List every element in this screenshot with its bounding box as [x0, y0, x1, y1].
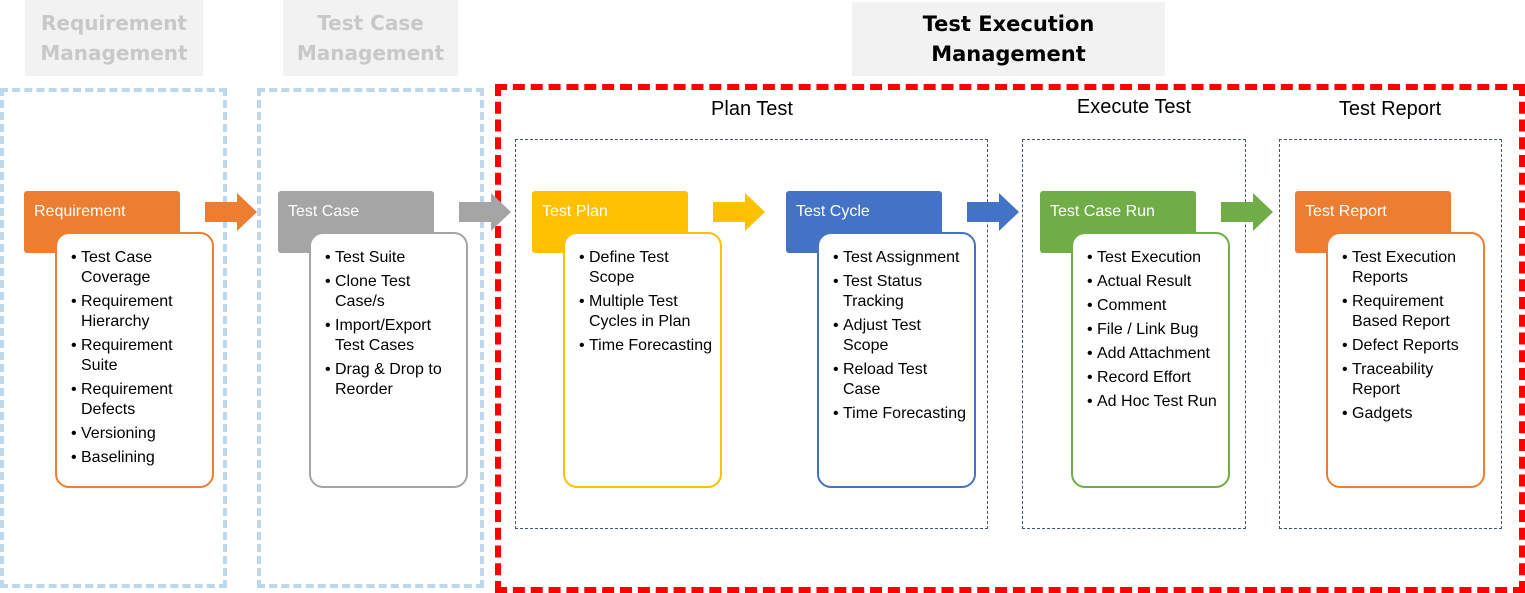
- stage-label-execute-test: Execute Test: [1076, 96, 1192, 118]
- header-test-execution-management: Test Execution Management: [852, 2, 1165, 76]
- list-item: Versioning: [71, 424, 206, 444]
- item-list: Define Test Scope Multiple Test Cycles i…: [579, 248, 714, 356]
- test-plan-card: Define Test Scope Multiple Test Cycles i…: [563, 232, 722, 488]
- list-item: Define Test Scope: [579, 248, 714, 288]
- list-item: Gadgets: [1342, 404, 1477, 424]
- tab-title: Test Case: [288, 203, 360, 220]
- test-case-run-card: Test Execution Actual Result Comment Fil…: [1071, 232, 1230, 488]
- arrow-right-icon: [713, 193, 765, 231]
- list-item: Time Forecasting: [833, 404, 968, 424]
- list-item: Test Suite: [325, 248, 460, 268]
- header-line: Requirement: [40, 11, 187, 35]
- item-list: Test Suite Clone Test Case/s Import/Expo…: [325, 248, 460, 400]
- list-item: Reload Test Case: [833, 360, 968, 400]
- list-item: Test Execution: [1087, 248, 1222, 268]
- tab-title: Test Case Run: [1050, 203, 1155, 220]
- stage-label-test-report: Test Report: [1338, 98, 1442, 120]
- test-case-card: Test Suite Clone Test Case/s Import/Expo…: [309, 232, 468, 488]
- item-list: Test Execution Actual Result Comment Fil…: [1087, 248, 1222, 412]
- test-case-management-region: [257, 88, 484, 588]
- requirement-card: Test Case Coverage Requirement Hierarchy…: [55, 232, 214, 488]
- stage-label-plan-test: Plan Test: [711, 98, 793, 120]
- item-list: Test Assignment Test Status Tracking Adj…: [833, 248, 968, 424]
- requirement-management-region: [0, 88, 227, 588]
- list-item: Adjust Test Scope: [833, 316, 968, 356]
- arrow-right-icon: [459, 193, 511, 231]
- header-line: Management: [296, 41, 445, 65]
- header-test-case-management: Test Case Management: [283, 0, 458, 76]
- list-item: Requirement Suite: [71, 336, 206, 376]
- list-item: Traceability Report: [1342, 360, 1477, 400]
- list-item: Import/Export Test Cases: [325, 316, 460, 356]
- item-list: Test Execution Reports Requirement Based…: [1342, 248, 1477, 424]
- header-line: Test Case: [317, 11, 424, 35]
- header-requirement-management: Requirement Management: [25, 0, 203, 76]
- tab-title: Test Report: [1305, 203, 1387, 220]
- list-item: Test Execution Reports: [1342, 248, 1477, 288]
- arrow-right-icon: [1221, 193, 1273, 231]
- test-report-region: [1279, 139, 1502, 529]
- list-item: File / Link Bug: [1087, 320, 1222, 340]
- tab-title: Test Plan: [542, 203, 608, 220]
- list-item: Multiple Test Cycles in Plan: [579, 292, 714, 332]
- tab-title: Requirement: [34, 203, 126, 220]
- test-report-card: Test Execution Reports Requirement Based…: [1326, 232, 1485, 488]
- list-item: Clone Test Case/s: [325, 272, 460, 312]
- arrow-right-icon: [205, 193, 257, 231]
- arrow-right-icon: [967, 193, 1019, 231]
- header-line: Test Execution: [922, 12, 1095, 36]
- test-cycle-card: Test Assignment Test Status Tracking Adj…: [817, 232, 976, 488]
- list-item: Comment: [1087, 296, 1222, 316]
- list-item: Time Forecasting: [579, 336, 714, 356]
- list-item: Ad Hoc Test Run: [1087, 392, 1222, 412]
- header-line: Management: [931, 42, 1086, 66]
- tab-title: Test Cycle: [796, 203, 870, 220]
- list-item: Test Assignment: [833, 248, 968, 268]
- list-item: Test Case Coverage: [71, 248, 206, 288]
- list-item: Actual Result: [1087, 272, 1222, 292]
- list-item: Record Effort: [1087, 368, 1222, 388]
- list-item: Requirement Defects: [71, 380, 206, 420]
- list-item: Drag & Drop to Reorder: [325, 360, 460, 400]
- header-line: Management: [40, 41, 188, 65]
- list-item: Defect Reports: [1342, 336, 1477, 356]
- plan-test-region: [515, 139, 988, 529]
- list-item: Test Status Tracking: [833, 272, 968, 312]
- test-execution-management-region: [495, 84, 1525, 593]
- item-list: Test Case Coverage Requirement Hierarchy…: [71, 248, 206, 468]
- list-item: Requirement Hierarchy: [71, 292, 206, 332]
- list-item: Requirement Based Report: [1342, 292, 1477, 332]
- execute-test-region: [1022, 139, 1246, 529]
- list-item: Baselining: [71, 448, 206, 468]
- list-item: Add Attachment: [1087, 344, 1222, 364]
